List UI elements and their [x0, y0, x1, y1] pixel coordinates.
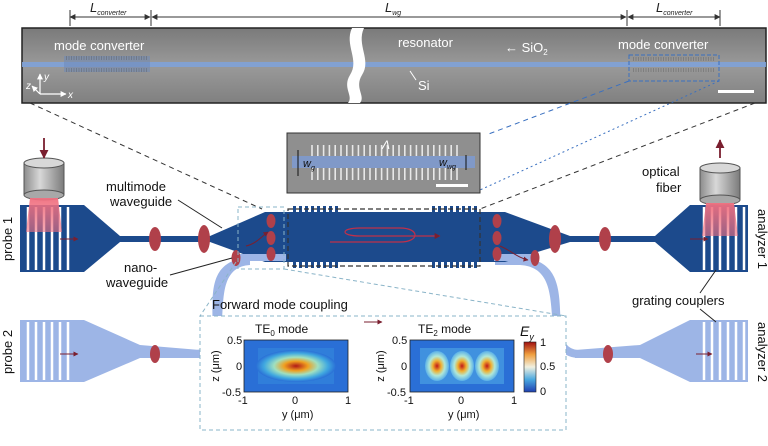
optical-label-2: fiber — [656, 180, 682, 195]
l-wg-label: Lwg — [385, 0, 401, 17]
fiber-left — [23, 138, 65, 232]
probe2-grating — [26, 322, 70, 380]
svg-text:-0.5: -0.5 — [387, 387, 406, 399]
sem-image: y z x mode converter resonator ← SiO2 Si… — [21, 27, 767, 104]
resonator-tooth — [468, 262, 471, 268]
inset-wg: wg — [303, 158, 315, 172]
te2-title: TE2 mode — [418, 322, 471, 338]
svg-text:0: 0 — [540, 386, 546, 398]
resonator-box — [287, 208, 481, 267]
svg-text:0: 0 — [458, 395, 464, 407]
analyzer2-label: analyzer 2 — [755, 322, 768, 382]
inset-wwg: wwg — [439, 157, 456, 171]
te0-y-label: y (μm) — [282, 409, 313, 421]
inset-lambda: Λ — [381, 138, 390, 152]
svg-text:0: 0 — [401, 361, 407, 373]
sem-axis-z: z — [25, 81, 31, 92]
resonator-tooth — [438, 206, 441, 212]
resonator-tooth — [474, 262, 477, 268]
sem-axis-y: y — [43, 72, 50, 83]
svg-text:0: 0 — [292, 395, 298, 407]
probe1-label: probe 1 — [0, 217, 15, 261]
dimension-arrows: Lconverter Lwg Lconverter — [69, 0, 721, 26]
sem-label-si: Si — [418, 78, 430, 93]
analyzer2-grating — [702, 322, 746, 380]
resonator-tooth — [462, 206, 465, 212]
resonator-tooth — [293, 262, 296, 268]
sem-label-resonator: resonator — [398, 35, 454, 50]
colorbar: Ey 1 0.5 0 — [520, 323, 555, 398]
te0-z-label: z (μm) — [210, 350, 222, 381]
resonator-tooth — [444, 206, 447, 212]
projection-lines — [29, 80, 756, 210]
sem-axis-x: x — [67, 90, 74, 101]
resonator-tooth — [317, 206, 320, 212]
resonator-tooth — [468, 206, 471, 212]
sem-label-sio2: ← SiO2 — [505, 40, 548, 57]
resonator-tooth — [444, 262, 447, 268]
resonator-tooth — [323, 262, 326, 268]
grating-couplers-label: grating couplers — [632, 293, 725, 308]
svg-text:0: 0 — [236, 361, 242, 373]
sem-label-mode-converter-left: mode converter — [54, 38, 145, 53]
svg-text:0.5: 0.5 — [227, 335, 242, 347]
probe2-label: probe 2 — [0, 330, 15, 374]
inset-sem: Λ wg wwg — [286, 132, 481, 194]
forward-mode-coupling-title: Forward mode coupling — [212, 297, 348, 312]
nano-label-1: nano- — [124, 260, 157, 275]
l-converter-right-label: Lconverter — [656, 0, 693, 17]
mode-ellipses — [149, 214, 613, 363]
resonator-light-path — [330, 227, 441, 243]
resonator-tooth — [299, 262, 302, 268]
nano-waveguide-right — [494, 254, 538, 261]
colorbar-label: Ey — [520, 323, 534, 342]
te2-z-label: z (μm) — [375, 350, 387, 381]
te0-plot: TE0 mode 0.5 0 -0.5 -1 0 1 y (μm) z (μm) — [210, 322, 351, 421]
multimode-label-2: waveguide — [109, 194, 172, 209]
sem-grating-left — [64, 56, 150, 72]
svg-text:0.5: 0.5 — [540, 361, 555, 373]
resonator-tooth — [293, 206, 296, 212]
resonator-tooth — [329, 262, 332, 268]
resonator-tooth — [438, 262, 441, 268]
resonator-tooth — [432, 262, 435, 268]
te0-title: TE0 mode — [255, 322, 308, 338]
resonator-tooth — [456, 262, 459, 268]
te2-plot: TE2 mode 0.5 0 -0.5 -1 0 1 y (μm) z (μm) — [375, 322, 517, 421]
analyzer1-label: analyzer 1 — [755, 209, 768, 269]
sem-label-mode-converter-right: mode converter — [618, 37, 709, 52]
te2-y-label: y (μm) — [448, 409, 479, 421]
resonator-tooth — [311, 262, 314, 268]
fiber-right — [699, 139, 741, 236]
resonator-tooth — [450, 262, 453, 268]
resonator-tooth — [317, 262, 320, 268]
svg-text:-0.5: -0.5 — [222, 387, 241, 399]
coupling-zoom-box — [237, 206, 285, 270]
resonator-tooth — [462, 262, 465, 268]
svg-text:0.5: 0.5 — [392, 335, 407, 347]
nano-waveguide-left — [238, 254, 286, 261]
multimode-label-1: multimode — [106, 179, 166, 194]
sem-axes — [31, 73, 67, 97]
svg-text:-1: -1 — [404, 395, 414, 407]
nano-label-2: waveguide — [105, 275, 168, 290]
svg-text:1: 1 — [540, 337, 546, 349]
resonator-tooth — [335, 262, 338, 268]
svg-text:1: 1 — [345, 395, 351, 407]
l-converter-left-label: Lconverter — [90, 0, 127, 17]
svg-text:-1: -1 — [238, 395, 248, 407]
sem-zoom-box — [628, 54, 720, 82]
svg-text:1: 1 — [511, 395, 517, 407]
resonator-tooth — [305, 262, 308, 268]
optical-label-1: optical — [642, 164, 680, 179]
